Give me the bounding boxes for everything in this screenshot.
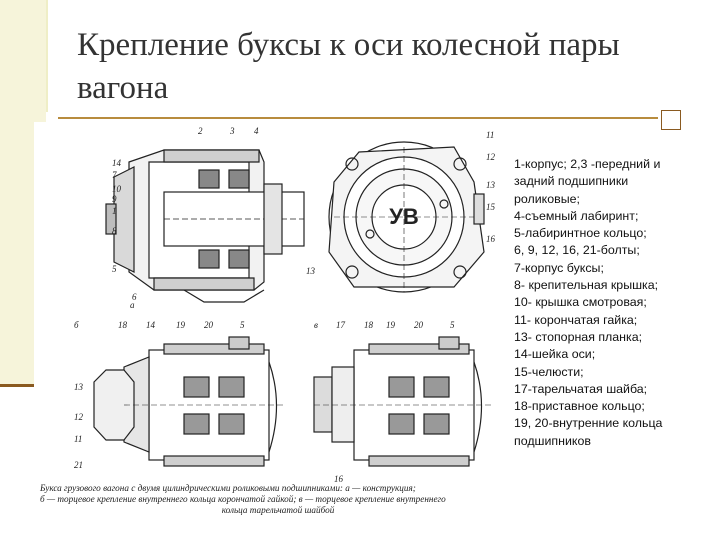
legend-line: подшипников (514, 433, 591, 448)
slide-title: Крепление буксы к оси колесной пары ваго… (77, 27, 620, 106)
part-label: 19 (386, 320, 396, 330)
part-label: 4 (254, 126, 259, 136)
part-label: 13 (74, 382, 84, 392)
caption-line-1: Букса грузового вагона с двумя цилиндрич… (40, 483, 416, 493)
legend-line: 19, 20-внутренние кольца (514, 416, 663, 431)
part-label: 12 (74, 412, 84, 422)
part-label: 16 (334, 474, 344, 484)
caption-line-3: кольца тарельчатой шайбой (221, 505, 335, 515)
view-letter: а (130, 300, 135, 310)
view-letter: б (74, 320, 79, 330)
part-label: 18 (118, 320, 128, 330)
legend-line: 18-приставное кольцо; (514, 399, 645, 414)
part-label: 8 (112, 226, 117, 236)
caption-line-2: б — торцевое крепление внутреннего кольц… (40, 494, 446, 504)
part-label: 13 (486, 180, 496, 190)
part-label: 2 (198, 126, 203, 136)
legend-line: 11- корончатая гайка; (514, 312, 638, 327)
decor-square (661, 110, 681, 130)
part-label: 5 (450, 320, 455, 330)
axle-box-svg: УВ 1471091852346111213151613181419205131… (74, 126, 496, 484)
legend-line: роликовые; (514, 191, 580, 206)
part-label: 18 (364, 320, 374, 330)
decor-bottom-bar (0, 384, 46, 387)
part-label: 1 (112, 206, 117, 216)
parts-legend: 1-корпус; 2,3 -передний и задний подшипни… (514, 156, 714, 450)
view-letter: в (314, 320, 318, 330)
part-label: 3 (229, 126, 235, 136)
view-c (313, 336, 494, 467)
legend-line: 5-лабиринтное кольцо; (514, 226, 647, 241)
part-label: 15 (486, 202, 496, 212)
legend-line: 10- крышка смотровая; (514, 295, 647, 310)
view-b (93, 336, 284, 467)
legend-line: 7-корпус буксы; (514, 260, 604, 275)
part-label: 16 (486, 234, 496, 244)
legend-line: 15-челюсти; (514, 364, 584, 379)
legend-line: 1-корпус; 2,3 -передний и (514, 157, 661, 171)
legend-line: 17-тарельчатая шайба; (514, 381, 648, 396)
legend-line: 14-шейка оси; (514, 347, 596, 362)
figure-caption: Букса грузового вагона с двумя цилиндрич… (40, 483, 516, 516)
title-divider (58, 117, 658, 119)
legend-line: 6, 9, 12, 16, 21-болты; (514, 243, 640, 258)
decor-vertical-line (46, 0, 48, 112)
legend-line: 8- крепительная крышка; (514, 278, 659, 293)
part-label: 13 (306, 266, 316, 276)
section-view-a (105, 149, 305, 303)
part-label: 20 (204, 320, 214, 330)
part-label: 17 (336, 320, 346, 330)
part-label: 11 (486, 130, 494, 140)
legend-line: задний подшипники (514, 174, 629, 189)
legend-line: 4-съемный лабиринт; (514, 208, 639, 223)
part-label: 5 (240, 320, 245, 330)
part-label: 11 (74, 434, 82, 444)
part-label: 12 (486, 152, 496, 162)
part-label: 20 (414, 320, 424, 330)
part-label: 21 (74, 460, 83, 470)
part-label: 14 (112, 158, 122, 168)
part-label: 14 (146, 320, 156, 330)
part-label: 10 (112, 184, 122, 194)
part-label: 7 (112, 170, 117, 180)
part-label: 9 (112, 194, 117, 204)
end-view (328, 141, 485, 293)
part-label: 19 (176, 320, 186, 330)
legend-line: 13- стопорная планка; (514, 329, 643, 344)
part-label: 6 (132, 292, 137, 302)
part-label: 5 (112, 264, 117, 274)
emblem-text: УВ (389, 204, 419, 229)
